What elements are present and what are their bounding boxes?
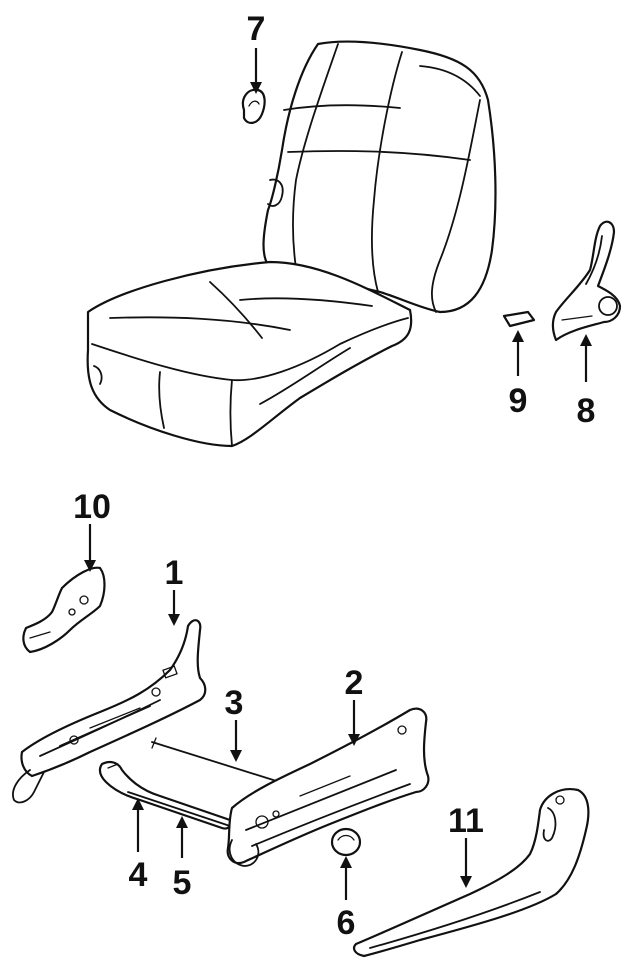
callout-labels: 7 8 9 10 1 2 3 4 5 6 11 (73, 10, 595, 942)
seat-back (262, 40, 497, 314)
part-2-seat-track-outer (226, 707, 430, 867)
callout-1: 1 (165, 554, 184, 592)
part-8-recliner-cover (551, 220, 622, 342)
callout-6: 6 (337, 904, 356, 942)
callout-9: 9 (509, 382, 528, 420)
callout-3: 3 (225, 684, 244, 722)
callout-2: 2 (345, 664, 364, 702)
callout-8: 8 (577, 392, 596, 430)
callout-10: 10 (73, 488, 111, 526)
part-9-small-cap (502, 310, 536, 328)
part-4-5-lower-rail (98, 760, 232, 830)
callout-4: 4 (129, 856, 148, 894)
callout-5: 5 (173, 864, 192, 902)
part-6-cap (330, 827, 362, 857)
part-3-rod (151, 737, 287, 785)
callout-7: 7 (247, 10, 266, 48)
part-10-bracket (22, 566, 106, 654)
callout-11: 11 (448, 802, 484, 840)
leaders (84, 48, 592, 900)
part-1-seat-track-inner (12, 619, 207, 804)
part-11-side-shield (353, 788, 590, 958)
seat-cushion (86, 260, 413, 448)
part-7-headrest-knob (241, 88, 266, 124)
